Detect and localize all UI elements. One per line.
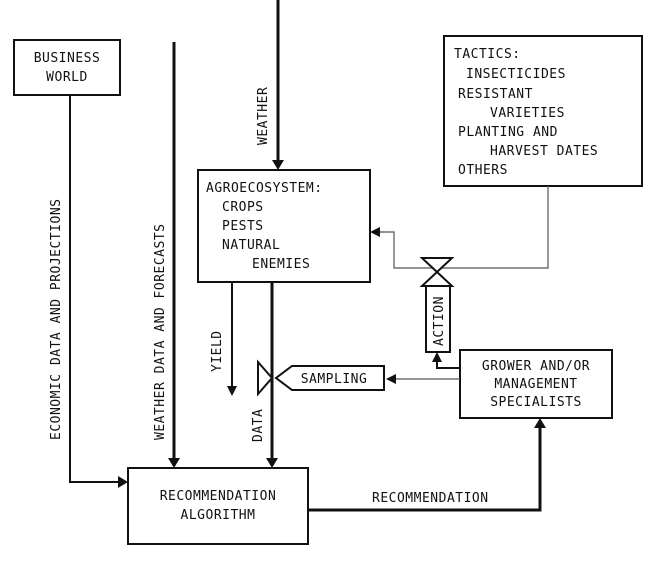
- sampling-label: SAMPLING: [301, 372, 368, 387]
- action-node: ACTION: [425, 285, 451, 353]
- weather-data-edge: WEATHER DATA AND FORECASTS: [153, 42, 180, 468]
- recommendation-algorithm-line-2: ALGORITHM: [181, 508, 256, 523]
- agroecosystem-node: AGROECOSYSTEM: CROPS PESTS NATURAL ENEMI…: [197, 169, 371, 283]
- recommendation-algorithm-node: RECOMMENDATION ALGORITHM: [127, 467, 309, 545]
- recommendation-edge: RECOMMENDATION: [308, 418, 546, 512]
- grower-line-3: SPECIALISTS: [490, 395, 582, 410]
- tactics-node: TACTICS: INSECTICIDES RESISTANT VARIETIE…: [443, 35, 643, 187]
- grower-to-action-edge: [432, 352, 460, 369]
- business-world-line-1: BUSINESS: [34, 51, 101, 66]
- weather-label: WEATHER: [256, 87, 271, 145]
- sampling-node: SAMPLING: [257, 359, 385, 397]
- tactics-line-1: TACTICS:: [454, 47, 521, 62]
- tactics-to-agroecosystem-edge: [370, 186, 549, 269]
- weather-edge: WEATHER: [256, 0, 284, 170]
- tactics-line-7: OTHERS: [458, 163, 508, 178]
- data-label: DATA: [251, 409, 266, 442]
- tactics-line-6: HARVEST DATES: [490, 144, 598, 159]
- agroecosystem-line-3: PESTS: [222, 219, 264, 234]
- grower-node: GROWER AND/OR MANAGEMENT SPECIALISTS: [459, 349, 613, 419]
- agroecosystem-line-1: AGROECOSYSTEM:: [206, 181, 323, 196]
- action-valve: [419, 257, 455, 287]
- business-world-line-2: WORLD: [46, 70, 88, 85]
- weather-data-label: WEATHER DATA AND FORECASTS: [153, 224, 168, 441]
- grower-line-1: GROWER AND/OR: [482, 359, 590, 374]
- agroecosystem-line-5: ENEMIES: [252, 257, 310, 272]
- economic-data-label: ECONOMIC DATA AND PROJECTIONS: [49, 199, 64, 440]
- agroecosystem-line-4: NATURAL: [222, 238, 280, 253]
- grower-to-sampling-edge: [386, 374, 460, 384]
- recommendation-algorithm-line-1: RECOMMENDATION: [160, 489, 277, 504]
- yield-edge: YIELD: [210, 282, 237, 396]
- grower-line-2: MANAGEMENT: [494, 377, 577, 392]
- action-label: ACTION: [432, 296, 447, 346]
- tactics-line-5: PLANTING AND: [458, 125, 558, 140]
- recommendation-label: RECOMMENDATION: [372, 491, 489, 506]
- yield-label: YIELD: [210, 330, 225, 372]
- business-world-node: BUSINESS WORLD: [13, 39, 121, 96]
- tactics-line-2: INSECTICIDES: [466, 67, 566, 82]
- economic-data-edge: ECONOMIC DATA AND PROJECTIONS: [49, 95, 128, 488]
- tactics-line-3: RESISTANT: [458, 87, 533, 102]
- agroecosystem-line-2: CROPS: [222, 200, 264, 215]
- data-edge: DATA: [251, 282, 278, 468]
- tactics-line-4: VARIETIES: [490, 106, 565, 121]
